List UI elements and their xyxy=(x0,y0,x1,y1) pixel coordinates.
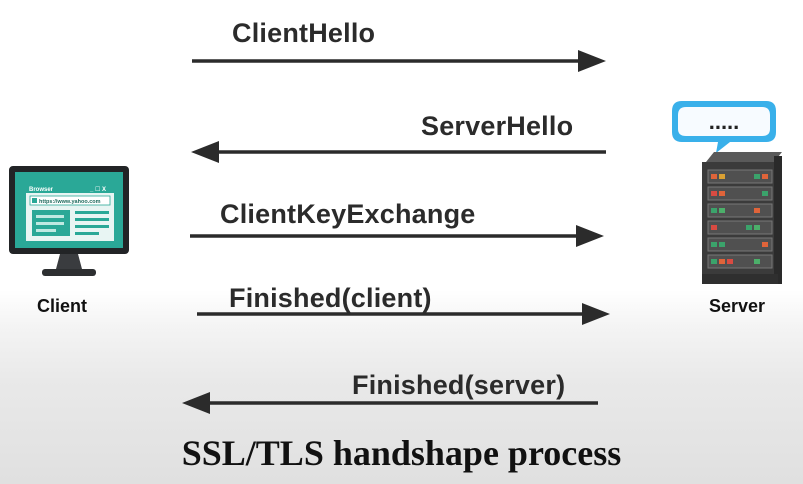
arrow-finished-server xyxy=(182,392,598,414)
diagram-caption: SSL/TLS handshape process xyxy=(181,433,622,473)
message-label-server-hello: ServerHello xyxy=(421,111,574,141)
message-label-client-hello: ClientHello xyxy=(232,18,376,48)
server-rack-icon xyxy=(702,152,782,284)
arrow-client-key-exchange xyxy=(190,225,604,247)
client-computer-icon: Browser _ ☐ X https://www.yahoo.com xyxy=(9,166,129,276)
server-units xyxy=(707,169,773,269)
message-label-client-key-exchange: ClientKeyExchange xyxy=(220,199,476,229)
browser-title: Browser xyxy=(29,187,54,193)
server-label: Server xyxy=(709,296,766,316)
address-bar-url: https://www.yahoo.com xyxy=(39,199,101,205)
message-label-finished-client: Finished(client) xyxy=(229,283,432,313)
arrow-client-hello xyxy=(192,50,606,72)
speech-bubble-icon: ..... xyxy=(672,101,776,153)
message-label-finished-server: Finished(server) xyxy=(352,370,566,400)
client-label: Client xyxy=(37,296,88,316)
window-controls: _ ☐ X xyxy=(89,186,106,193)
arrow-server-hello xyxy=(191,141,606,163)
bubble-text: ..... xyxy=(709,109,740,134)
arrow-finished-client xyxy=(197,303,610,325)
